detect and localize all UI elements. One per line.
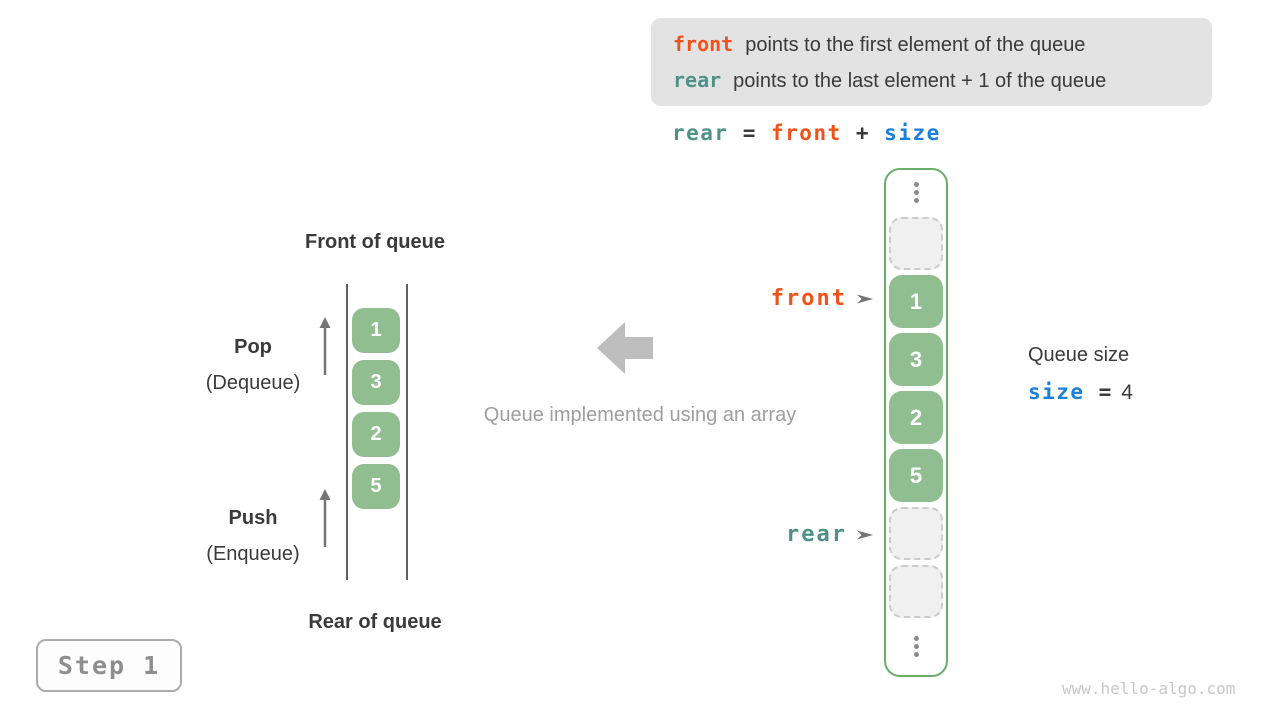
push-label: Push [228, 507, 278, 529]
array-cell: 3 [889, 333, 943, 386]
rear-pointer: rear [640, 522, 873, 547]
rear-keyword: rear [673, 68, 722, 92]
ellipsis-icon [913, 636, 919, 657]
rear-of-queue-label: Rear of queue [308, 611, 442, 633]
pop-up-arrow-icon [319, 317, 331, 375]
array-cell-empty [889, 507, 943, 560]
queue-wall-right [406, 284, 408, 580]
pop-label: Pop [234, 336, 272, 358]
info-line-rear: rear points to the last element + 1 of th… [673, 63, 1212, 99]
info-line-text: points to the first element of the queue [745, 34, 1086, 56]
equation-front: front [771, 121, 842, 145]
size-keyword: size [1028, 380, 1085, 404]
size-equals: = [1098, 380, 1112, 404]
left-queue-cell: 3 [352, 360, 400, 405]
array-cell-empty [889, 217, 943, 270]
enqueue-label: (Enqueue) [206, 543, 300, 565]
dequeue-label: (Dequeue) [205, 372, 301, 394]
equation-equals: = [728, 121, 772, 145]
queue-wall-left [346, 284, 348, 580]
step-badge: Step 1 [36, 639, 182, 692]
info-line-text: points to the last element + 1 of the qu… [733, 70, 1107, 92]
info-line-front: front points to the first element of the … [673, 27, 1212, 63]
size-value: 4 [1121, 381, 1133, 404]
array-container: 1 3 2 5 [884, 168, 948, 677]
front-of-queue-label: Front of queue [305, 231, 445, 253]
big-left-arrow-icon [597, 322, 653, 374]
push-up-arrow-icon [319, 489, 331, 547]
left-queue-cell: 2 [352, 412, 400, 457]
array-cell: 5 [889, 449, 943, 502]
diagram-caption: Queue implemented using an array [483, 404, 797, 426]
pointer-arrow-icon [857, 530, 873, 539]
array-cell: 2 [889, 391, 943, 444]
ellipsis-icon [913, 182, 919, 203]
front-pointer: front [640, 286, 873, 311]
queue-size-title: Queue size [1028, 344, 1130, 366]
watermark: www.hello-algo.com [1062, 679, 1236, 698]
info-box: front points to the first element of the … [651, 18, 1212, 106]
equation-plus: + [841, 121, 885, 145]
array-cell-empty [889, 565, 943, 618]
array-cell: 1 [889, 275, 943, 328]
pointer-arrow-icon [857, 294, 873, 303]
equation-rear: rear [672, 121, 729, 145]
left-queue-cell: 1 [352, 308, 400, 353]
left-queue-cell: 5 [352, 464, 400, 509]
rear-pointer-label: rear [786, 522, 847, 547]
queue-size-value-line: size = 4 [1028, 380, 1133, 405]
front-keyword: front [673, 32, 734, 56]
equation-size: size [884, 121, 941, 145]
front-pointer-label: front [770, 286, 847, 311]
equation: rear = front + size [672, 121, 941, 145]
